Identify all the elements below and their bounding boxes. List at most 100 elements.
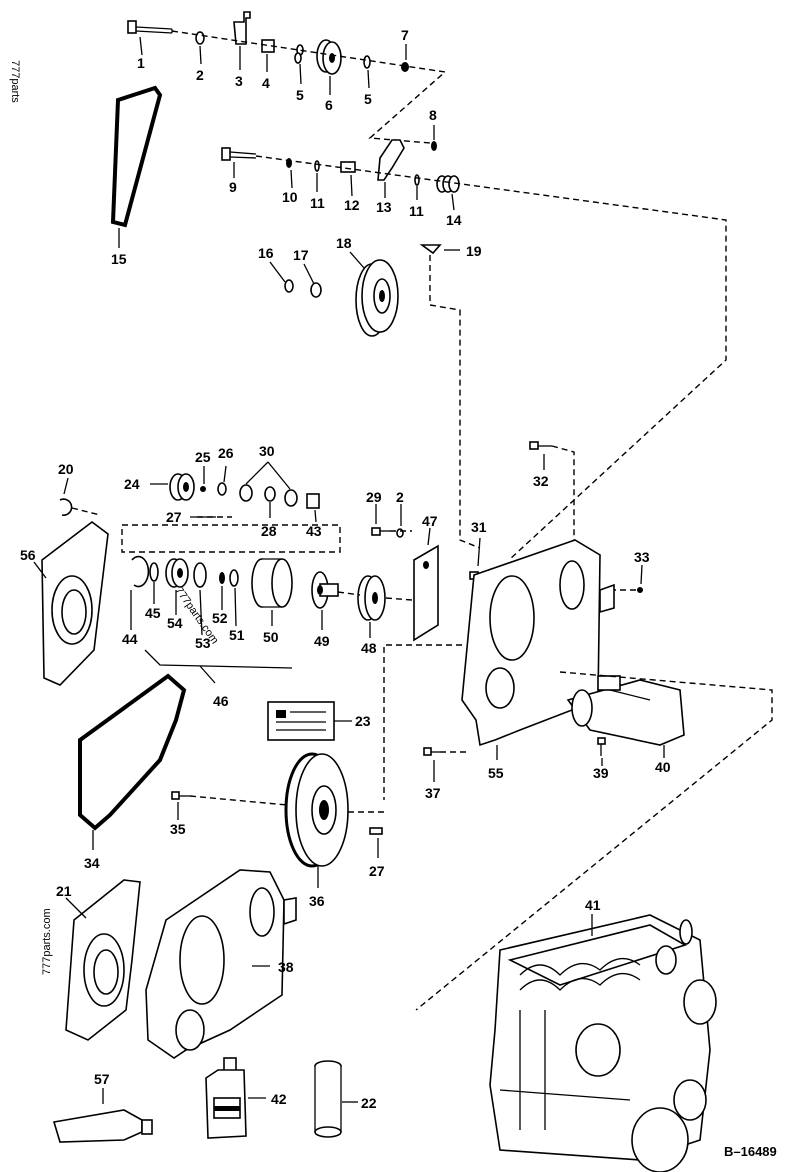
callout-46: 46 — [213, 693, 229, 709]
tube-part-57 — [52, 1109, 153, 1143]
callout-41: 41 — [585, 897, 601, 913]
bearing-part-30b — [284, 489, 298, 507]
callout-40: 40 — [655, 759, 671, 775]
bolt-part-35 — [171, 791, 190, 800]
key-part-19 — [419, 244, 442, 255]
pulley-part-6 — [316, 39, 342, 75]
bracket-46 — [144, 649, 293, 669]
callout-49: 49 — [314, 633, 330, 649]
callout-21: 21 — [56, 883, 72, 899]
callout-45: 45 — [145, 605, 161, 621]
callout-11a: 11 — [310, 195, 325, 211]
bearing-part-30a — [239, 484, 253, 502]
callout-13: 13 — [376, 199, 392, 215]
callout-22: 22 — [361, 1095, 377, 1111]
watermark-left: 777parts.com — [41, 908, 53, 975]
callout-54: 54 — [167, 615, 183, 631]
callout-10: 10 — [282, 189, 298, 205]
callout-43: 43 — [306, 523, 322, 539]
housing-part-55 — [461, 539, 615, 747]
callout-12: 12 — [344, 197, 360, 213]
callout-50: 50 — [263, 629, 279, 645]
callout-27a: 27 — [166, 509, 182, 525]
callout-47: 47 — [422, 513, 438, 529]
callout-25: 25 — [195, 449, 211, 465]
callout-19: 19 — [466, 243, 482, 259]
belt-part-34 — [78, 673, 187, 831]
bearing-part-54 — [165, 558, 189, 588]
callout-8: 8 — [429, 107, 437, 123]
ring-part-51 — [229, 569, 239, 587]
callout-2b: 2 — [396, 489, 404, 505]
washer-part-2b — [396, 528, 404, 538]
callout-5a: 5 — [296, 87, 304, 103]
bolt-part-29 — [371, 527, 390, 536]
callout-28: 28 — [261, 523, 277, 539]
callout-9: 9 — [229, 179, 237, 195]
callout-4: 4 — [262, 75, 270, 91]
callout-24: 24 — [124, 476, 140, 492]
decal-part-23 — [267, 701, 335, 741]
ring-part-26 — [217, 482, 227, 496]
callout-29: 29 — [366, 489, 382, 505]
cover-part-56 — [41, 520, 109, 686]
callout-56: 56 — [20, 547, 36, 563]
starter-part-40 — [566, 675, 685, 746]
callout-35: 35 — [170, 821, 186, 837]
callout-14: 14 — [446, 212, 462, 228]
bolt-part-39 — [597, 737, 606, 756]
callout-31: 31 — [471, 519, 487, 535]
callout-57: 57 — [94, 1071, 110, 1087]
callout-3: 3 — [235, 73, 243, 89]
spring-part-14 — [436, 175, 460, 193]
ring-part-28 — [264, 486, 276, 502]
callout-44: 44 — [122, 631, 138, 647]
bolt-part-32 — [529, 441, 552, 450]
housing-part-38 — [145, 869, 297, 1059]
callout-36: 36 — [309, 893, 325, 909]
callout-18: 18 — [336, 235, 352, 251]
callout-17: 17 — [293, 247, 309, 263]
clip-part-11a — [314, 160, 320, 172]
pin-part-25 — [200, 486, 206, 492]
flywheel-part-36 — [284, 752, 349, 868]
engine-part-41 — [489, 914, 717, 1172]
spacer-part-43 — [306, 493, 320, 509]
snap-ring-part-20 — [59, 498, 73, 516]
pin-part-27b — [369, 827, 383, 835]
callout-20: 20 — [58, 461, 74, 477]
callout-23: 23 — [355, 713, 371, 729]
washer-part-17 — [310, 282, 322, 298]
washer-part-5b — [363, 55, 371, 69]
callout-51: 51 — [229, 627, 245, 643]
snap-ring-part-44 — [131, 555, 150, 588]
ring-part-45 — [149, 562, 159, 582]
callout-33: 33 — [634, 549, 650, 565]
nut-part-7 — [401, 62, 409, 72]
callout-55: 55 — [488, 765, 504, 781]
callout-34: 34 — [84, 855, 100, 871]
callout-39: 39 — [593, 765, 609, 781]
plate-part-47 — [413, 544, 439, 642]
callout-30: 30 — [259, 443, 275, 459]
callout-27b: 27 — [369, 863, 385, 879]
cartridge-part-22 — [314, 1060, 342, 1138]
clip-part-11b — [414, 174, 420, 186]
nut-part-33 — [637, 587, 643, 593]
bottle-part-42 — [205, 1057, 247, 1139]
drawing-code: B–16489 — [724, 1144, 777, 1159]
watermark-left-top: 777parts — [9, 60, 21, 103]
pulley-part-48 — [357, 575, 386, 621]
callout-26: 26 — [218, 445, 234, 461]
callout-52: 52 — [212, 610, 228, 626]
callout-53: 53 — [195, 635, 211, 651]
bracket-part-3 — [233, 11, 251, 45]
callout-15: 15 — [111, 251, 127, 267]
callout-6: 6 — [325, 97, 333, 113]
cover-part-21 — [65, 879, 141, 1041]
callout-2: 2 — [196, 67, 204, 83]
bearing-part-53 — [193, 562, 207, 588]
callout-7: 7 — [401, 27, 409, 43]
